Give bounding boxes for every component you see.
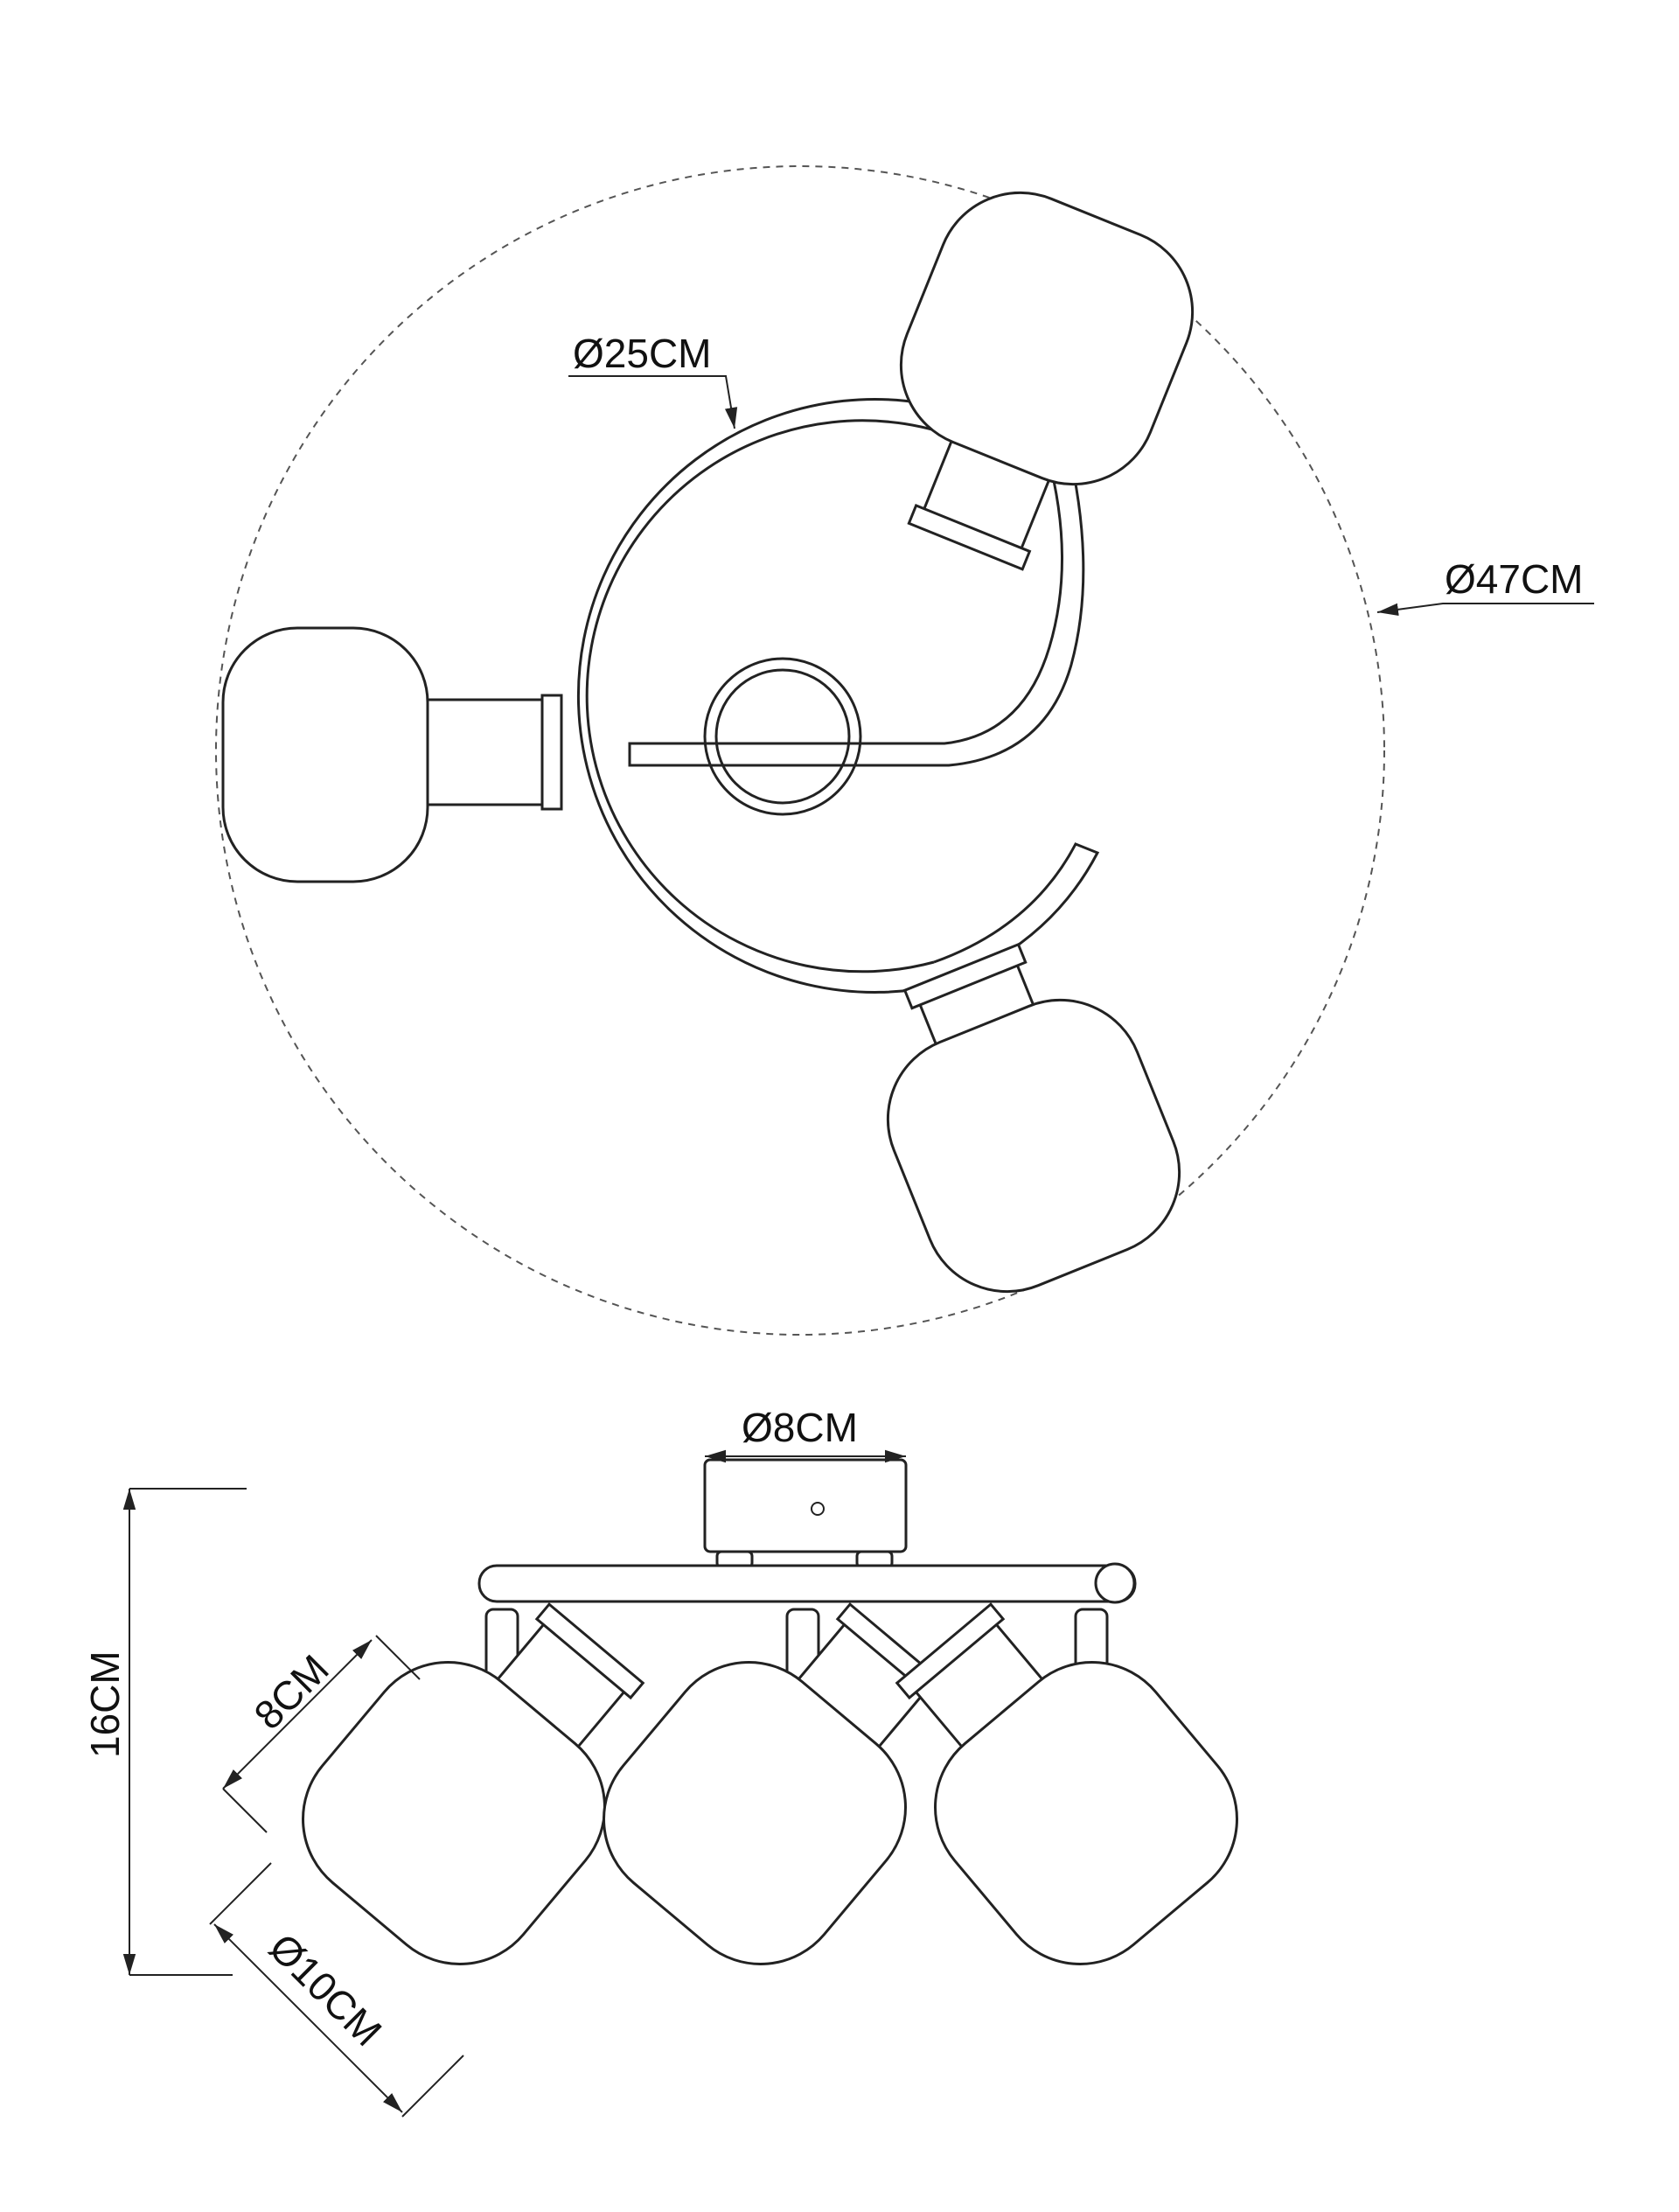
canopy bbox=[703, 1458, 908, 1553]
top-view: Ø25CM Ø47CM bbox=[215, 165, 1594, 1336]
spotlight-side-middle bbox=[603, 1602, 946, 1965]
side-view: Ø8CM 16CM 8CM Ø10CM bbox=[82, 1405, 1238, 2118]
spotlight-side-right bbox=[895, 1602, 1238, 1965]
canopy-ring bbox=[703, 657, 862, 816]
spotlight-head-left bbox=[221, 626, 563, 883]
height-label: 16CM bbox=[82, 1650, 128, 1758]
spot-length-label: 8CM bbox=[245, 1646, 337, 1738]
shade-diameter-dimension-line bbox=[213, 1923, 403, 2113]
arm-diameter-leader bbox=[568, 375, 738, 429]
spot-length-dimension-line bbox=[222, 1639, 373, 1790]
screw-icon bbox=[811, 1502, 825, 1516]
canopy-diameter-label: Ø8CM bbox=[742, 1405, 858, 1450]
spotlight-head-top bbox=[899, 191, 1195, 571]
mounting-bar bbox=[477, 1564, 1137, 1603]
overall-diameter-label: Ø47CM bbox=[1445, 556, 1583, 602]
overall-diameter-leader bbox=[1376, 603, 1594, 616]
curved-arm bbox=[576, 397, 1100, 994]
arm-diameter-label: Ø25CM bbox=[573, 331, 711, 376]
canopy-ring-inner bbox=[714, 668, 851, 805]
spotlight-head-bottom bbox=[886, 942, 1181, 1294]
overall-diameter-circle bbox=[215, 165, 1385, 1336]
